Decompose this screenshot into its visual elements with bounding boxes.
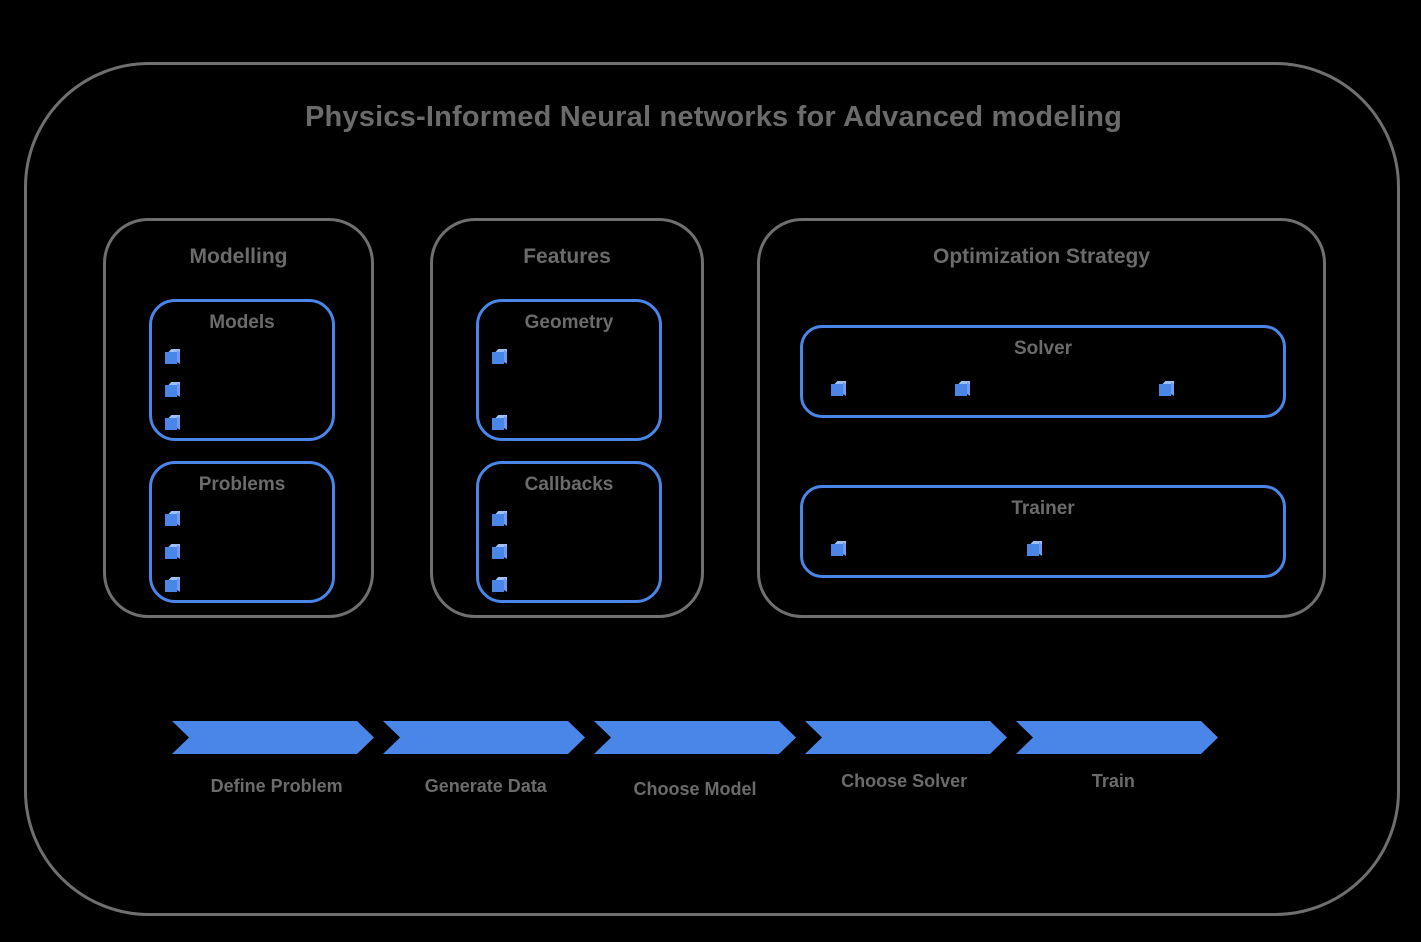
group-label: Trainer [1011,498,1075,519]
cube-list [803,384,1283,396]
section-optimization-strategy: Optimization Strategy Solver Trainer [757,218,1326,618]
group-label: Models [209,312,275,333]
workflow-arrow-segment [172,721,374,754]
cube-list [803,544,1283,556]
cube-icon [1159,384,1171,396]
cube-icon [165,385,177,397]
workflow-arrow [172,721,1218,754]
workflow-arrow-segment [805,721,1007,754]
cube-icon [492,580,504,592]
cube-list [492,352,504,430]
section-modelling: Modelling Models Problems [103,218,374,618]
workflow-arrow-segment [1016,721,1218,754]
cube-icon [1027,544,1039,556]
cube-icon [165,580,177,592]
group-callbacks: Callbacks [476,461,662,603]
cube-icon [492,352,504,364]
cube-icon [492,547,504,559]
workflow-step-label: Choose Solver [841,771,968,791]
cube-icon [955,384,967,396]
workflow-arrow-segment [383,721,585,754]
cube-icon [165,418,177,430]
cube-icon [492,418,504,430]
section-title: Optimization Strategy [932,245,1151,268]
group-problems: Problems [149,461,335,603]
section-title: Modelling [189,245,288,268]
group-geometry: Geometry [476,299,662,441]
cube-icon [831,384,843,396]
cube-icon [165,352,177,364]
workflow-step-label: Define Problem [210,776,343,796]
cube-icon [165,547,177,559]
group-label: Problems [198,474,286,495]
workflow-step-label: Train [1091,771,1135,791]
group-solver: Solver [800,325,1286,418]
workflow-step-label: Generate Data [424,776,547,796]
cube-list [165,514,177,592]
workflow-arrow-segment [594,721,796,754]
section-title: Features [523,245,611,268]
group-label: Geometry [524,312,614,333]
workflow-step-labels: Define Problem Generate Data Choose Model C… [172,768,1218,802]
diagram-outer-frame [24,62,1400,916]
group-models: Models [149,299,335,441]
diagram-title: Physics-Informed Neural networks for Adv… [304,101,1123,133]
cube-icon [165,514,177,526]
cube-icon [492,514,504,526]
group-label: Callbacks [524,474,614,495]
cube-icon [831,544,843,556]
cube-list [492,514,504,592]
cube-list [165,352,177,430]
group-trainer: Trainer [800,485,1286,578]
group-label: Solver [1013,338,1073,359]
section-features: Features Geometry Callbacks [430,218,704,618]
workflow-step-label: Choose Model [633,779,757,799]
